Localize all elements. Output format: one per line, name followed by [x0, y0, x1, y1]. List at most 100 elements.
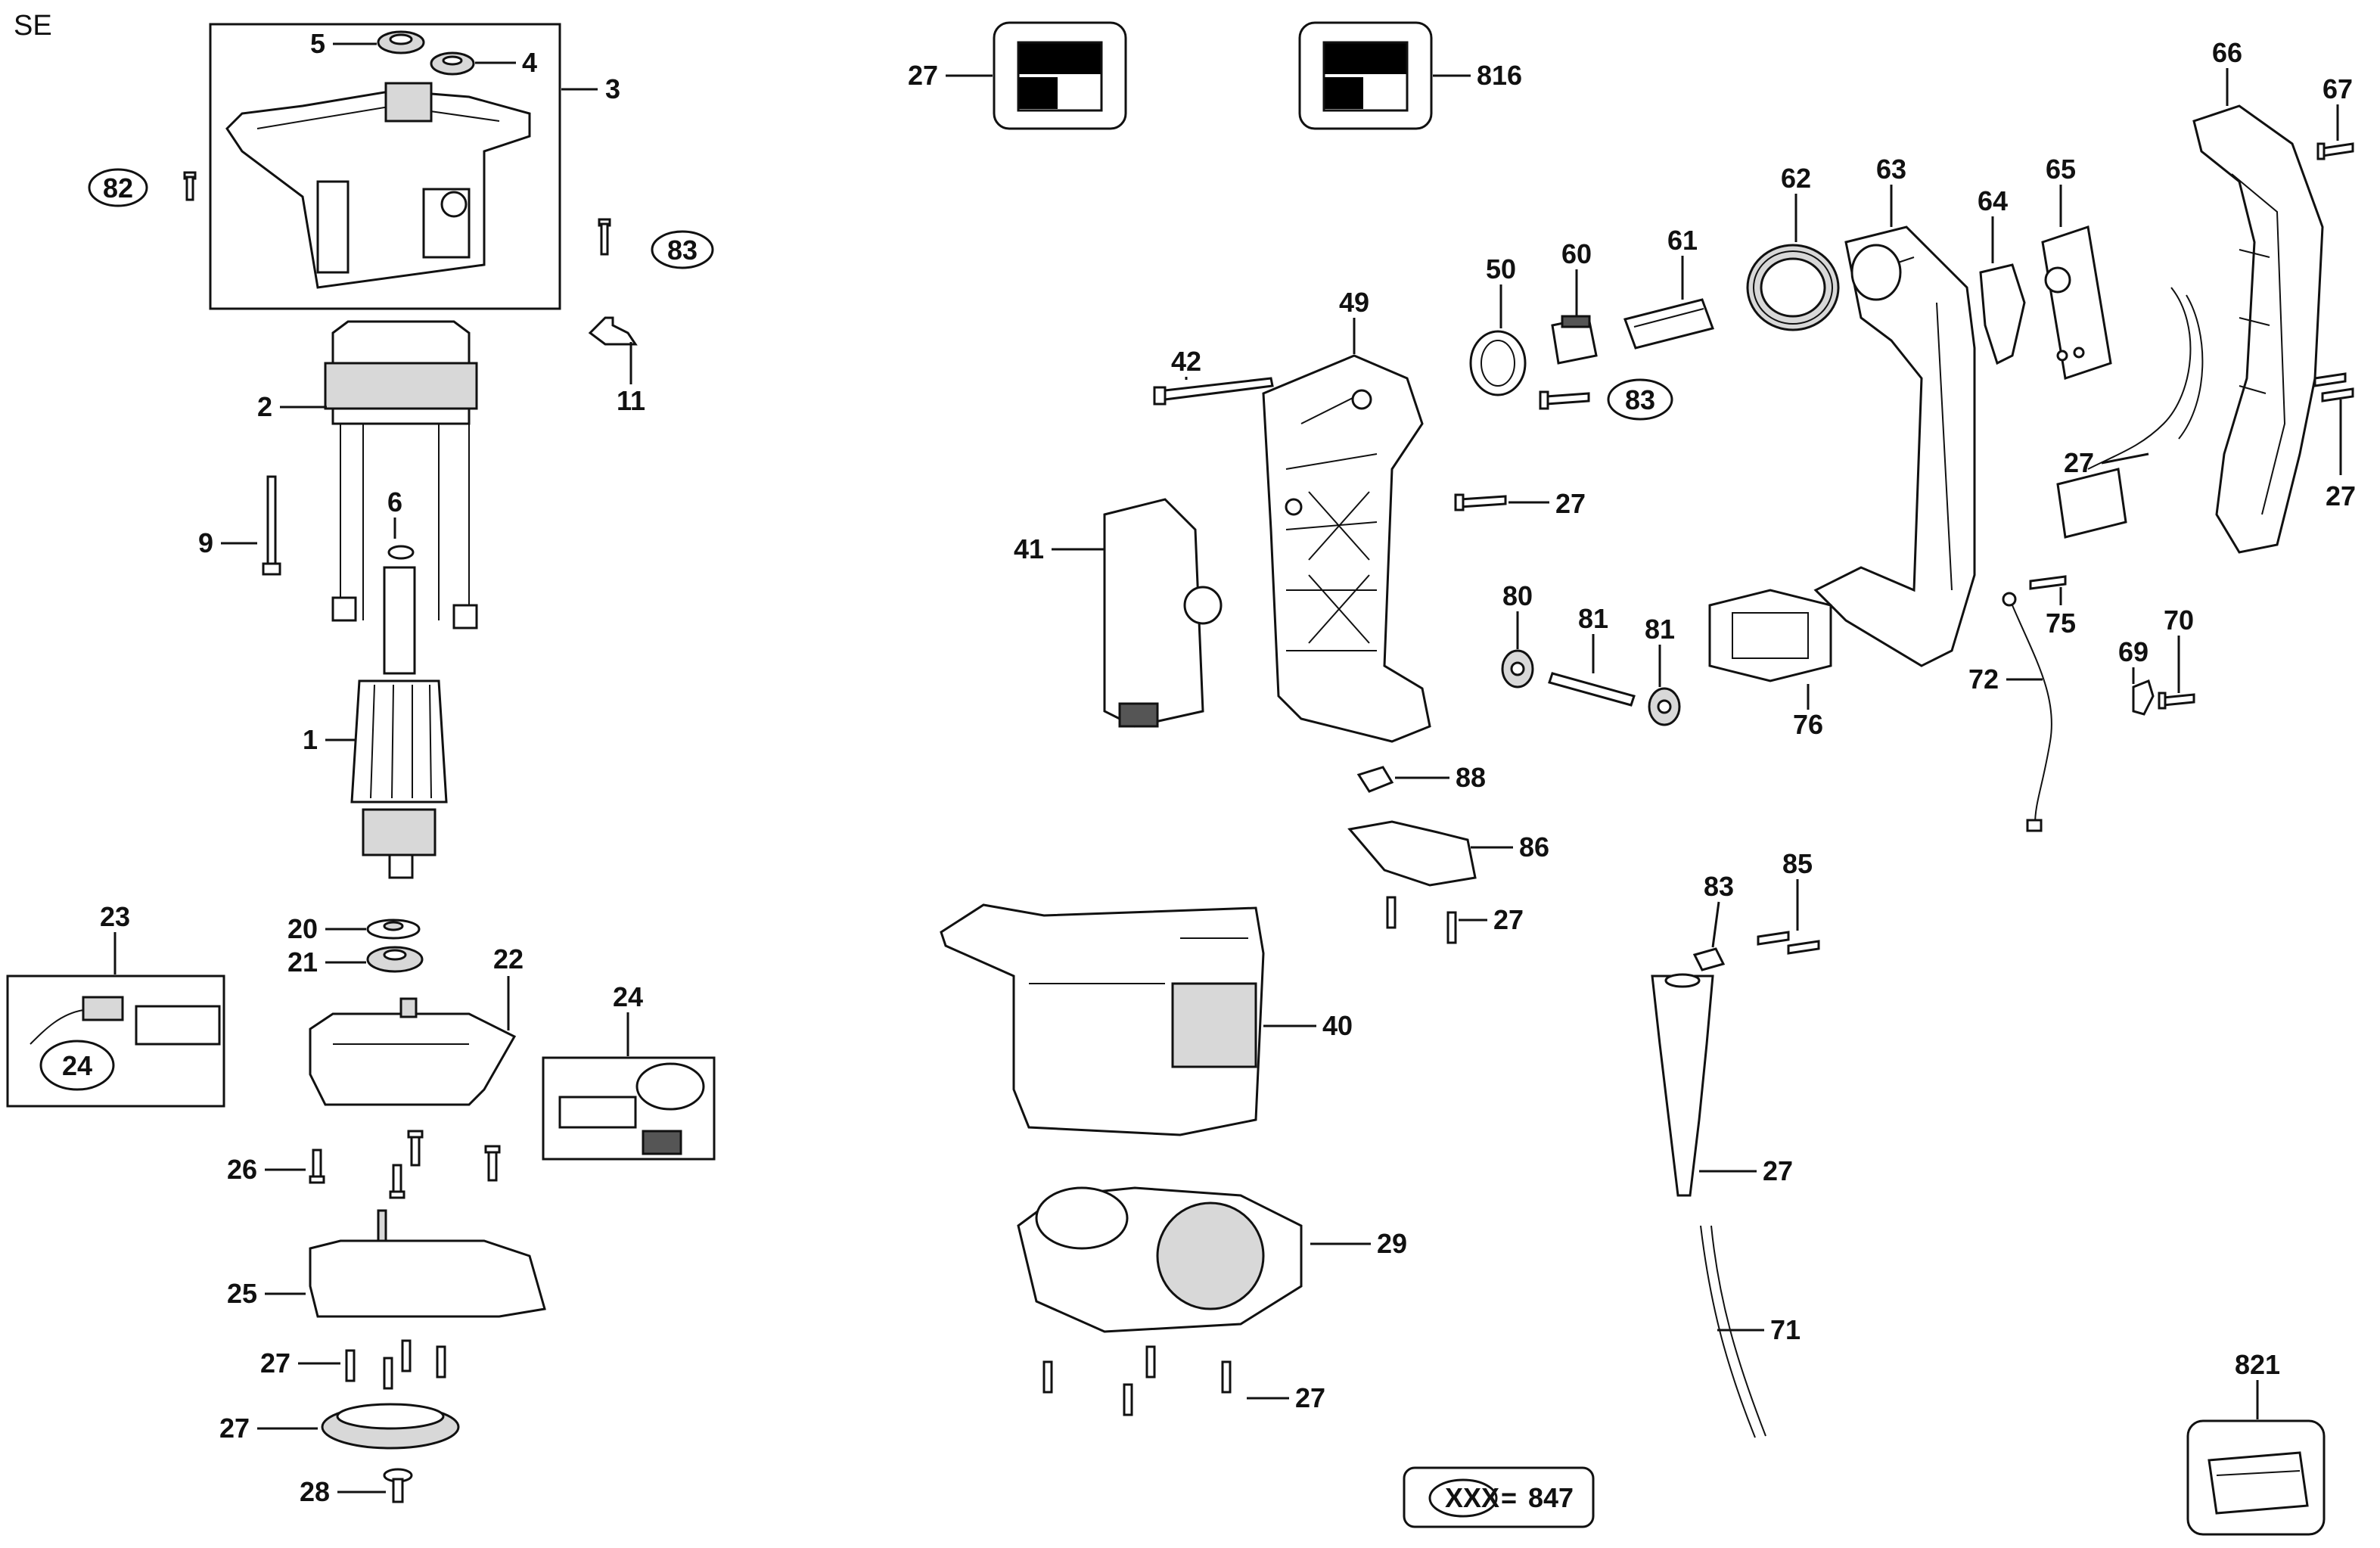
callout-label-82: 82	[103, 173, 133, 204]
part-90	[1356, 766, 1394, 793]
callout-oval-83-right	[1607, 378, 1673, 421]
group-box-25	[542, 1056, 716, 1161]
leader-line-83	[1711, 901, 1720, 948]
callout-label-27: 27	[2326, 480, 2356, 511]
callout-label-6: 6	[387, 486, 402, 518]
callout-label-83: 83	[1625, 384, 1655, 415]
screw-group-27-right	[2313, 142, 2354, 403]
part-bearing-20	[366, 919, 421, 940]
part-fan-28	[321, 1403, 460, 1450]
part-module-42	[1103, 498, 1223, 728]
legend-key	[1403, 1466, 1595, 1528]
part-trigger-65	[1979, 263, 2026, 365]
view-label: SE	[14, 10, 52, 42]
callout-oval-24a	[39, 1040, 115, 1091]
callout-label-23: 23	[100, 901, 130, 932]
label-sticker-821	[1298, 21, 1433, 130]
callout-oval-24b	[635, 1062, 705, 1111]
callout-label-60: 60	[1561, 238, 1592, 269]
callout-label-64: 64	[1978, 185, 2008, 216]
callout-label-26: 26	[227, 1154, 257, 1185]
callout-label-27: 27	[2064, 447, 2094, 478]
callout-label-3: 3	[605, 73, 620, 104]
part-clamp-85	[1692, 947, 1726, 971]
part-baffle-26	[309, 1209, 546, 1318]
part-housing-41	[940, 903, 1265, 1136]
callout-label-27: 27	[1295, 1382, 1325, 1413]
callout-label-816: 816	[1477, 60, 1522, 91]
callout-label-27: 27	[908, 60, 938, 91]
part-81b	[1648, 687, 1681, 726]
callout-oval-83-left	[88, 168, 148, 207]
callout-label-25: 25	[227, 1278, 257, 1309]
part-cover-88	[1347, 820, 1477, 887]
part-screw-83-mid	[598, 218, 611, 256]
callout-label-9: 9	[198, 527, 213, 558]
part-screw-27-handle	[1454, 493, 1507, 511]
callout-label-1: 1	[303, 724, 318, 755]
callout-label-67: 67	[2323, 73, 2353, 104]
callout-label-27: 27	[1555, 488, 1586, 519]
callout-label-821: 821	[2235, 1349, 2280, 1380]
part-bearing-21	[366, 946, 424, 973]
part-sleeve-62	[1623, 298, 1714, 350]
callout-label-76: 76	[1793, 709, 1823, 740]
callout-label-83: 83	[667, 235, 698, 266]
callout-label-72: 72	[1968, 664, 1999, 695]
part-case-861	[2186, 1419, 2326, 1536]
screw-group-27-cord	[1757, 931, 1820, 955]
part-motor-housing	[225, 82, 531, 289]
callout-label-80: 80	[1502, 580, 1533, 611]
callout-label-27: 27	[260, 1348, 291, 1379]
callout-label-86: 86	[1519, 832, 1549, 863]
callout-label-65: 65	[2046, 154, 2076, 185]
part-bearing-4	[430, 51, 475, 76]
screw-group-27-lower	[345, 1339, 446, 1390]
callout-label-24: 24	[62, 1050, 92, 1081]
part-cord-protector-86	[1651, 973, 1714, 1197]
callout-label-5: 5	[310, 28, 325, 59]
callout-label-42: 42	[1171, 346, 1201, 377]
part-screw-71	[2158, 692, 2195, 710]
callout-label-70: 70	[2164, 605, 2194, 636]
part-screw-83-left	[183, 171, 197, 201]
part-washer-6	[387, 545, 415, 560]
part-brush-plate-22	[309, 997, 517, 1106]
part-cord-72	[1700, 1225, 1766, 1438]
legend-equals: =	[1501, 1482, 1517, 1513]
callout-label-27: 27	[219, 1413, 250, 1444]
part-bellows-63	[1746, 244, 1840, 331]
part-screw-76	[2029, 575, 2067, 590]
part-screw-9	[262, 475, 281, 576]
part-bearing-5	[377, 30, 425, 54]
group-box-23	[6, 974, 225, 1108]
callout-label-75: 75	[2046, 608, 2076, 639]
part-wire-75	[2002, 592, 2052, 832]
part-spring-60	[1469, 330, 1527, 396]
callout-label-88: 88	[1456, 762, 1486, 793]
legend-part-number: 847	[1528, 1482, 1574, 1513]
part-housing-40	[1017, 1186, 1303, 1333]
screw-group-27-bottom	[1042, 1345, 1232, 1416]
part-switch-66	[2041, 225, 2112, 380]
callout-label-40: 40	[1322, 1010, 1353, 1041]
callout-label-24: 24	[613, 981, 643, 1012]
part-screw-49	[1153, 377, 1274, 406]
group-box-3	[209, 23, 561, 310]
label-sticker-816	[993, 21, 1127, 130]
part-pin-82	[1548, 672, 1636, 707]
callout-label-41: 41	[1014, 533, 1044, 564]
part-clip-70	[2132, 679, 2155, 716]
part-81a	[1501, 649, 1534, 689]
callout-label-11: 11	[617, 385, 645, 416]
legend-symbol-text: XXX	[1445, 1482, 1499, 1513]
callout-label-49: 49	[1339, 287, 1369, 318]
screw-group-27-mid	[1386, 896, 1457, 944]
callout-label-21: 21	[287, 947, 318, 978]
callout-label-22: 22	[493, 943, 524, 974]
part-block-61	[1551, 315, 1598, 365]
part-brush-holder-25	[558, 1096, 682, 1155]
callout-label-62: 62	[1781, 163, 1811, 194]
